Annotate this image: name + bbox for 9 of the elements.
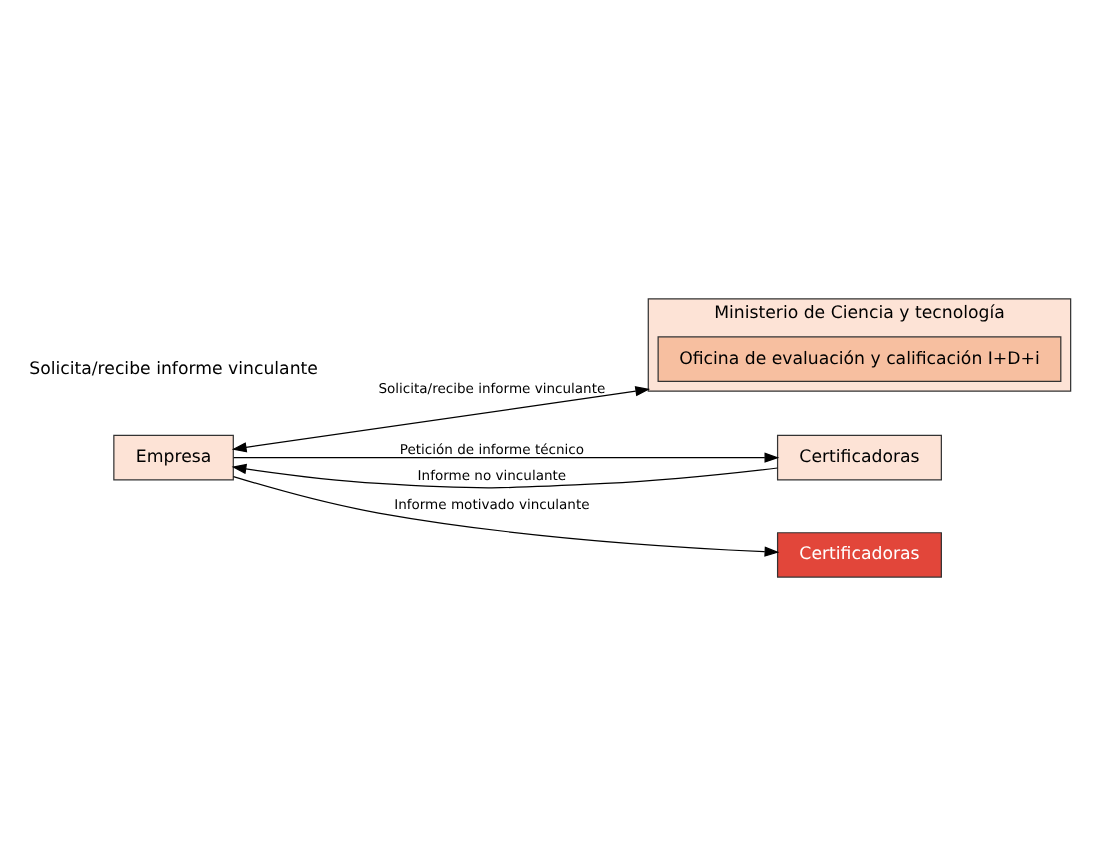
- node-box: Certificadoras: [776, 434, 942, 481]
- node-box: Empresa: [113, 434, 234, 481]
- arrow: [231, 386, 651, 453]
- node-box: Oficina de evaluación y calificación I+D+i: [657, 336, 1062, 382]
- label: Solicita/recibe informe vinculante: [29, 359, 318, 380]
- node-box: Certificadoras: [776, 532, 942, 578]
- arrow: [231, 463, 779, 489]
- arrow: [233, 452, 780, 463]
- arrow: [232, 475, 780, 557]
